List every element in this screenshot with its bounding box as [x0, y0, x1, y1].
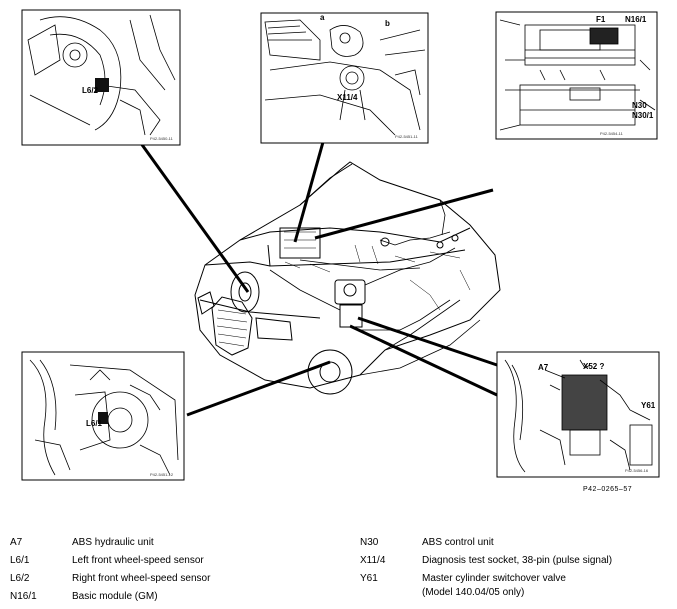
wheel-front-right: [230, 271, 260, 313]
cowl-line: [239, 227, 471, 243]
inset-code: P42-5451-12: [150, 472, 174, 477]
legend-row: A7 ABS hydraulic unit: [10, 536, 340, 554]
inset-label-f1: F1: [596, 15, 606, 24]
inset-wheel-left: L6/1 P42-5451-12: [21, 351, 185, 481]
hood-front-edge: [204, 261, 271, 267]
bumper-line: [199, 299, 321, 319]
inset-label-n30: N30: [632, 101, 647, 110]
hydraulic-unit-body: [334, 279, 366, 305]
car-body-outline: [194, 161, 501, 389]
leader-line-a7-2: [349, 324, 498, 397]
inset-code: P42-5451-11: [395, 134, 419, 139]
bay-detail-lines: [284, 244, 471, 311]
leader-line-l6-2: [133, 134, 250, 293]
inset-label-l6-1: L6/1: [86, 419, 103, 428]
hydraulic-unit-valves: [339, 304, 363, 328]
inset-code: P42-5450-11: [150, 136, 174, 141]
grille-bars: [216, 309, 248, 347]
legend-code: L6/1: [10, 555, 30, 566]
windshield-line: [299, 163, 353, 206]
inset-letter-b: b: [385, 19, 390, 28]
inset-socket: a b X11/4 P42-5451-11: [260, 12, 429, 144]
control-box-outline: [279, 227, 321, 259]
inset-label-x11-4: X11/4: [337, 93, 358, 102]
inset-wheel-right: L6/2 P42-5450-11: [21, 9, 181, 146]
inset-label-n30-1: N30/1: [632, 111, 654, 120]
legend-row: L6/1 Left front wheel-speed sensor: [10, 554, 340, 572]
legend-code: X11/4: [360, 555, 386, 566]
legend-column-left: A7 ABS hydraulic unit L6/1 Left front wh…: [10, 536, 340, 608]
inset-code: P42-5456-16: [625, 468, 649, 473]
inset-hydraulic: A7 X52 ? Y61 P42-5456-16: [496, 351, 660, 478]
inset-code: P42-5454-11: [600, 131, 624, 136]
leader-line-l6-1: [186, 360, 331, 417]
wheel-front-left: [307, 349, 353, 395]
legend-row: N30 ABS control unit: [360, 536, 670, 554]
legend-row: X11/4 Diagnosis test socket, 38-pin (pul…: [360, 554, 670, 572]
hub-front-right: [238, 282, 252, 302]
legend-desc: Master cylinder switchover valve (Model …: [422, 572, 566, 599]
headlight-right: [255, 317, 293, 341]
legend-code: N30: [360, 537, 379, 548]
inset-label-l6-2: L6/2: [82, 86, 99, 95]
grille: [211, 296, 253, 356]
legend-desc-line: Master cylinder switchover valve: [422, 573, 566, 584]
leader-lines: [133, 134, 498, 417]
inset-label-y61: Y61: [641, 401, 656, 410]
legend-column-right: N30 ABS control unit X11/4 Diagnosis tes…: [360, 536, 670, 600]
legend-desc: Left front wheel-speed sensor: [72, 555, 204, 566]
legend-desc-line: (Model 140.04/05 only): [422, 586, 525, 598]
legend-code: L6/2: [10, 573, 30, 584]
leader-line-a7-1: [357, 316, 498, 367]
inset-frame: [495, 11, 658, 140]
leader-line-x11-4: [293, 134, 327, 243]
legend-desc: Right front wheel-speed sensor: [72, 573, 211, 584]
inset-label-a7: A7: [538, 363, 549, 372]
legend-desc: Basic module (GM): [72, 591, 158, 602]
legend-code: N16/1: [10, 591, 37, 602]
legend-desc: ABS control unit: [422, 537, 494, 548]
inset-label-x52: X52 ?: [583, 362, 604, 371]
inset-letter-a: a: [320, 13, 325, 22]
legend-row: L6/2 Right front wheel-speed sensor: [10, 572, 340, 590]
hub-front-left: [319, 361, 341, 383]
inset-control: F1 N16/1 N30 N30/1 P42-5454-11: [495, 11, 658, 140]
inset-frame: [21, 9, 181, 146]
inset-label-n16-1: N16/1: [625, 15, 647, 24]
legend-row: Y61 Master cylinder switchover valve (Mo…: [360, 572, 670, 600]
leader-line-control: [314, 188, 494, 240]
legend-desc: Diagnosis test socket, 38-pin (pulse sig…: [422, 555, 613, 566]
legend-code: Y61: [360, 573, 378, 584]
legend-code: A7: [10, 537, 23, 548]
car-illustration: [194, 161, 501, 395]
headlight-left: [197, 291, 215, 315]
figure-code: P42–0265–57: [583, 486, 633, 493]
inset-frame: [260, 12, 429, 144]
legend-row: N16/1 Basic module (GM): [10, 590, 340, 608]
legend-desc: ABS hydraulic unit: [72, 537, 154, 548]
